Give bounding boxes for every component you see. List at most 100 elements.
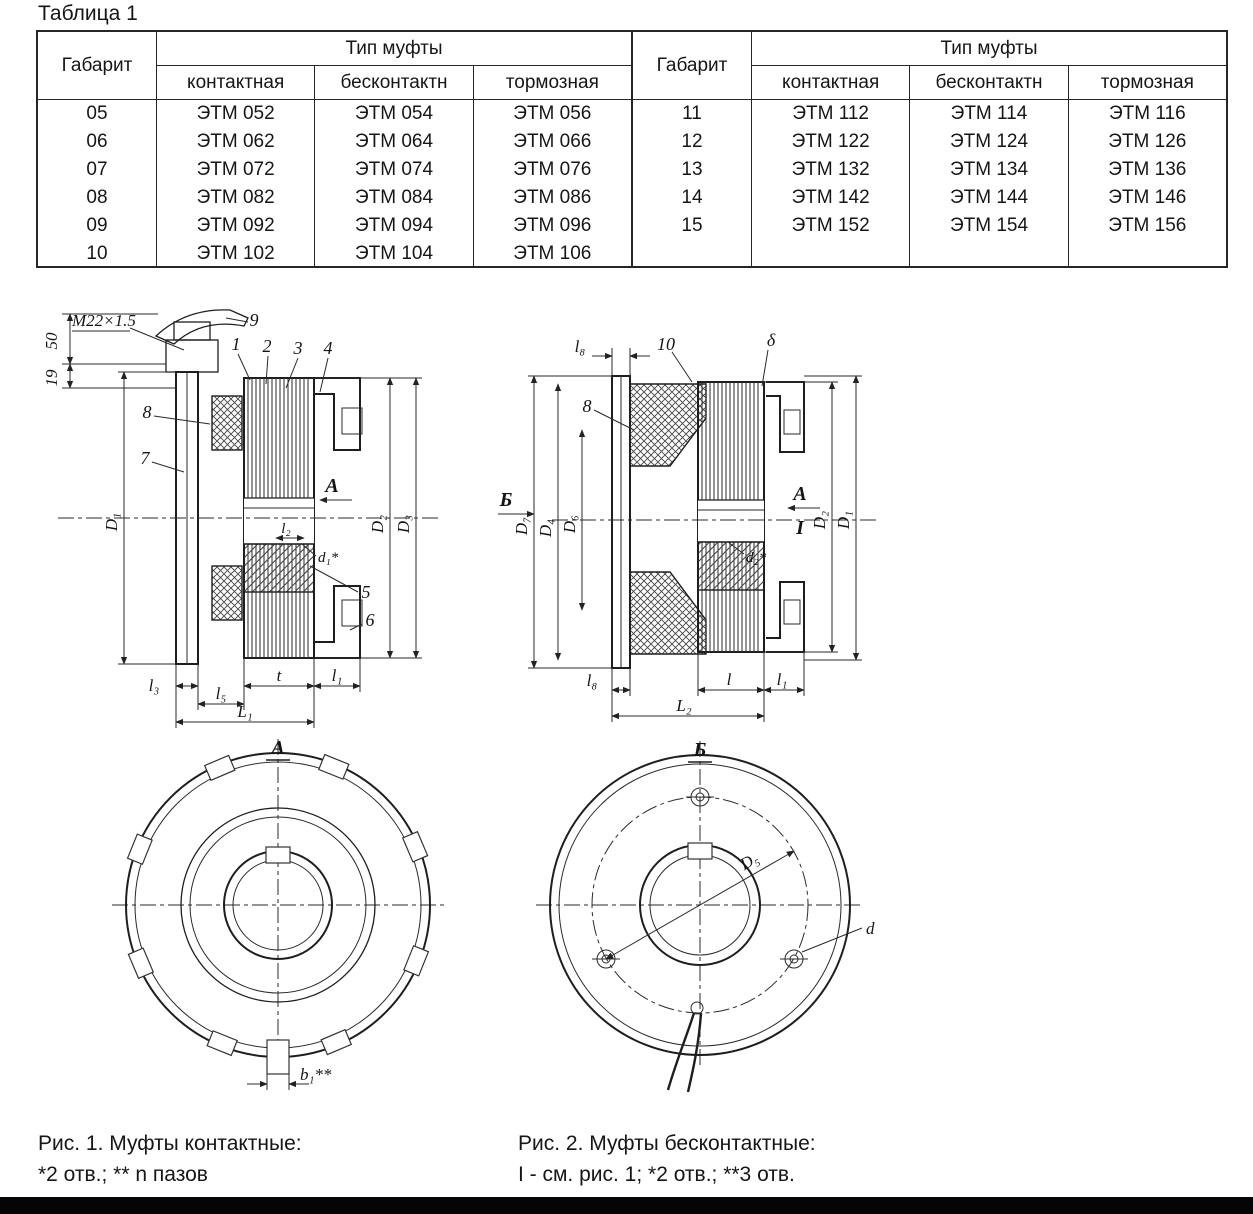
fig2-detail-a-label: A [791,483,806,505]
table-cell: ЭТМ 152 [791,215,870,236]
table-cell: ЭТМ 084 [354,187,434,208]
fig1-part-2: 2 [263,336,272,356]
figure1-caption-line2: *2 отв.; ** n пазов [38,1163,208,1186]
table-cell: ЭТМ 072 [196,159,275,180]
figure2-cross-section: l₈ 10 δ 8 Б A I d₂* D₇ D₄ D₆ [498,330,880,722]
fig1-terminal-lever [154,309,249,345]
fig2-left-diameter-dimensions: D₇ D₄ D₆ [512,375,612,669]
table-cell: ЭТМ 052 [196,103,275,124]
table-cell: ЭТМ 104 [354,243,434,264]
table-cell: ЭТМ 122 [791,131,870,152]
fig1-bottom-dimensions: l₃ l₅ t l₁ L₁ [149,658,361,728]
etm-table-left-half: Габарит Тип муфты контактная бесконтактн… [38,32,631,268]
fig1-diameter-dimensions: D₁ D₂ D₃ [102,371,422,665]
column-header-kontaktnaya: контактная [751,66,909,99]
beskontaktn-column: ЭТМ 114 ЭТМ 124 ЭТМ 134 ЭТМ 144 ЭТМ 154 [909,99,1068,266]
fig2-dim-D1: D₁ [834,511,853,530]
column-header-tormoznaya: тормозная [1067,66,1226,99]
fig1-dim-50: 50 [42,332,61,350]
table-cell: ЭТМ 146 [1108,187,1187,208]
table-cell: 10 [86,243,108,264]
table-cell: ЭТМ 102 [196,243,275,264]
table-cell: ЭТМ 154 [949,215,1029,236]
column-header-kontaktnaya: контактная [156,66,314,99]
table-cell: 07 [86,159,108,180]
fig2-dim-L2: L₂ [675,696,691,715]
fig1-part-1: 1 [232,334,241,354]
fig2-shaft-bore [698,500,764,542]
fig2-cup-top [766,381,805,453]
fig1-part-callouts: 9 1 2 3 4 8 7 5 6 [141,310,375,631]
fig1-nut [173,321,211,341]
table-cell: ЭТМ 094 [354,215,434,236]
fig2-dim-l1: l₁ [777,670,788,689]
fig1-part-4: 4 [324,338,333,358]
fig2-yoke-top [629,383,707,467]
table-cell: ЭТМ 142 [791,187,870,208]
table-cell: ЭТМ 076 [513,159,592,180]
fig2-dim-D6: D₆ [560,515,579,534]
gabarit-column: 11 12 13 14 15 [633,99,751,266]
fig2-dim-d2: d₂* [746,550,767,566]
fig1-dim-l1: l₁ [332,666,343,685]
table-cell: ЭТМ 114 [950,103,1028,124]
fig2-dim-l: l [727,670,732,689]
table-cell: ЭТМ 054 [354,103,434,124]
tormoznaya-column: ЭТМ 056 ЭТМ 066 ЭТМ 076 ЭТМ 086 ЭТМ 096 … [472,99,631,268]
table-cell: 15 [681,215,703,236]
fig2-bottom-dimensions: l₈ l l₁ L₂ [587,652,805,722]
viewB-keyway [687,842,713,860]
fig1-part-3: 3 [293,338,303,358]
fig2-key-hub [697,541,765,591]
fig1-cup-bottom [314,585,361,659]
table-cell: 11 [682,103,702,124]
fig1-shaft-bore [244,498,314,544]
figure2-caption-line2: I - см. рис. 1; *2 отв.; **3 отв. [518,1163,795,1186]
table-cell: ЭТМ 126 [1108,131,1187,152]
viewA-label: A [269,737,284,759]
beskontaktn-column: ЭТМ 054 ЭТМ 064 ЭТМ 074 ЭТМ 084 ЭТМ 094 … [314,99,473,268]
fig2-section-b-label: Б [499,489,513,511]
fig1-part-6: 6 [366,610,375,630]
figure1-caption: Рис. 1. Муфты контактные: *2 отв.; ** n … [38,1128,302,1190]
column-header-beskontaktn: бесконтактн [909,66,1067,99]
figure2-caption-line1: Рис. 2. Муфты бесконтактные: [518,1132,816,1155]
viewA-b1-slot [266,1039,290,1075]
table-cell: ЭТМ 124 [949,131,1029,152]
fig2-yoke-bottom [629,571,707,655]
table-cell: ЭТМ 096 [513,215,592,236]
fig1-dim-l5: l₅ [216,684,227,703]
table-cell: ЭТМ 086 [513,187,592,208]
fig2-right-diameter-dimensions: D₂ D₁ [764,375,862,661]
tormoznaya-column: ЭТМ 116 ЭТМ 126 ЭТМ 136 ЭТМ 146 ЭТМ 156 [1067,99,1226,266]
viewB-dim-d: d [866,919,875,938]
figure2-caption: Рис. 2. Муфты бесконтактные: I - см. рис… [518,1128,816,1190]
table-cell: ЭТМ 116 [1108,103,1186,124]
fig1-part-9: 9 [250,310,259,330]
column-header-gabarit: Габарит [61,54,133,76]
viewB-label: Б [693,739,707,761]
fig1-dim-d1: d₁* [318,550,339,566]
figure1-front-view-A: b₁** A [112,737,444,1090]
etm-couplings-table: Габарит Тип муфты контактная бесконтактн… [36,30,1228,268]
column-header-beskontaktn: бесконтактн [314,66,472,99]
viewA-dim-b1: b₁** [300,1065,332,1084]
viewA-keyway [265,846,291,864]
fig1-part-8: 8 [143,402,152,422]
fig1-coil-bottom [211,565,243,621]
fig1-dim-l3: l₃ [149,676,160,695]
table-cell: ЭТМ 066 [513,131,592,152]
table-cell: ЭТМ 132 [791,159,870,180]
table-cell: 08 [86,187,108,208]
fig2-dim-D4: D₄ [536,519,555,538]
column-header-tormoznaya: тормозная [472,66,631,99]
technical-drawings: M22×1.5 50 19 [42,309,880,1093]
table-cell: ЭТМ 144 [949,187,1029,208]
table-cell: ЭТМ 156 [1108,215,1187,236]
column-group-header-type: Тип муфты [156,32,631,66]
table-cell: 06 [86,131,108,152]
bottom-black-bar [0,1197,1253,1214]
fig2-detail-i-label: I [795,517,805,539]
fig2-cup-bottom [766,581,805,653]
table-cell: ЭТМ 062 [196,131,275,152]
